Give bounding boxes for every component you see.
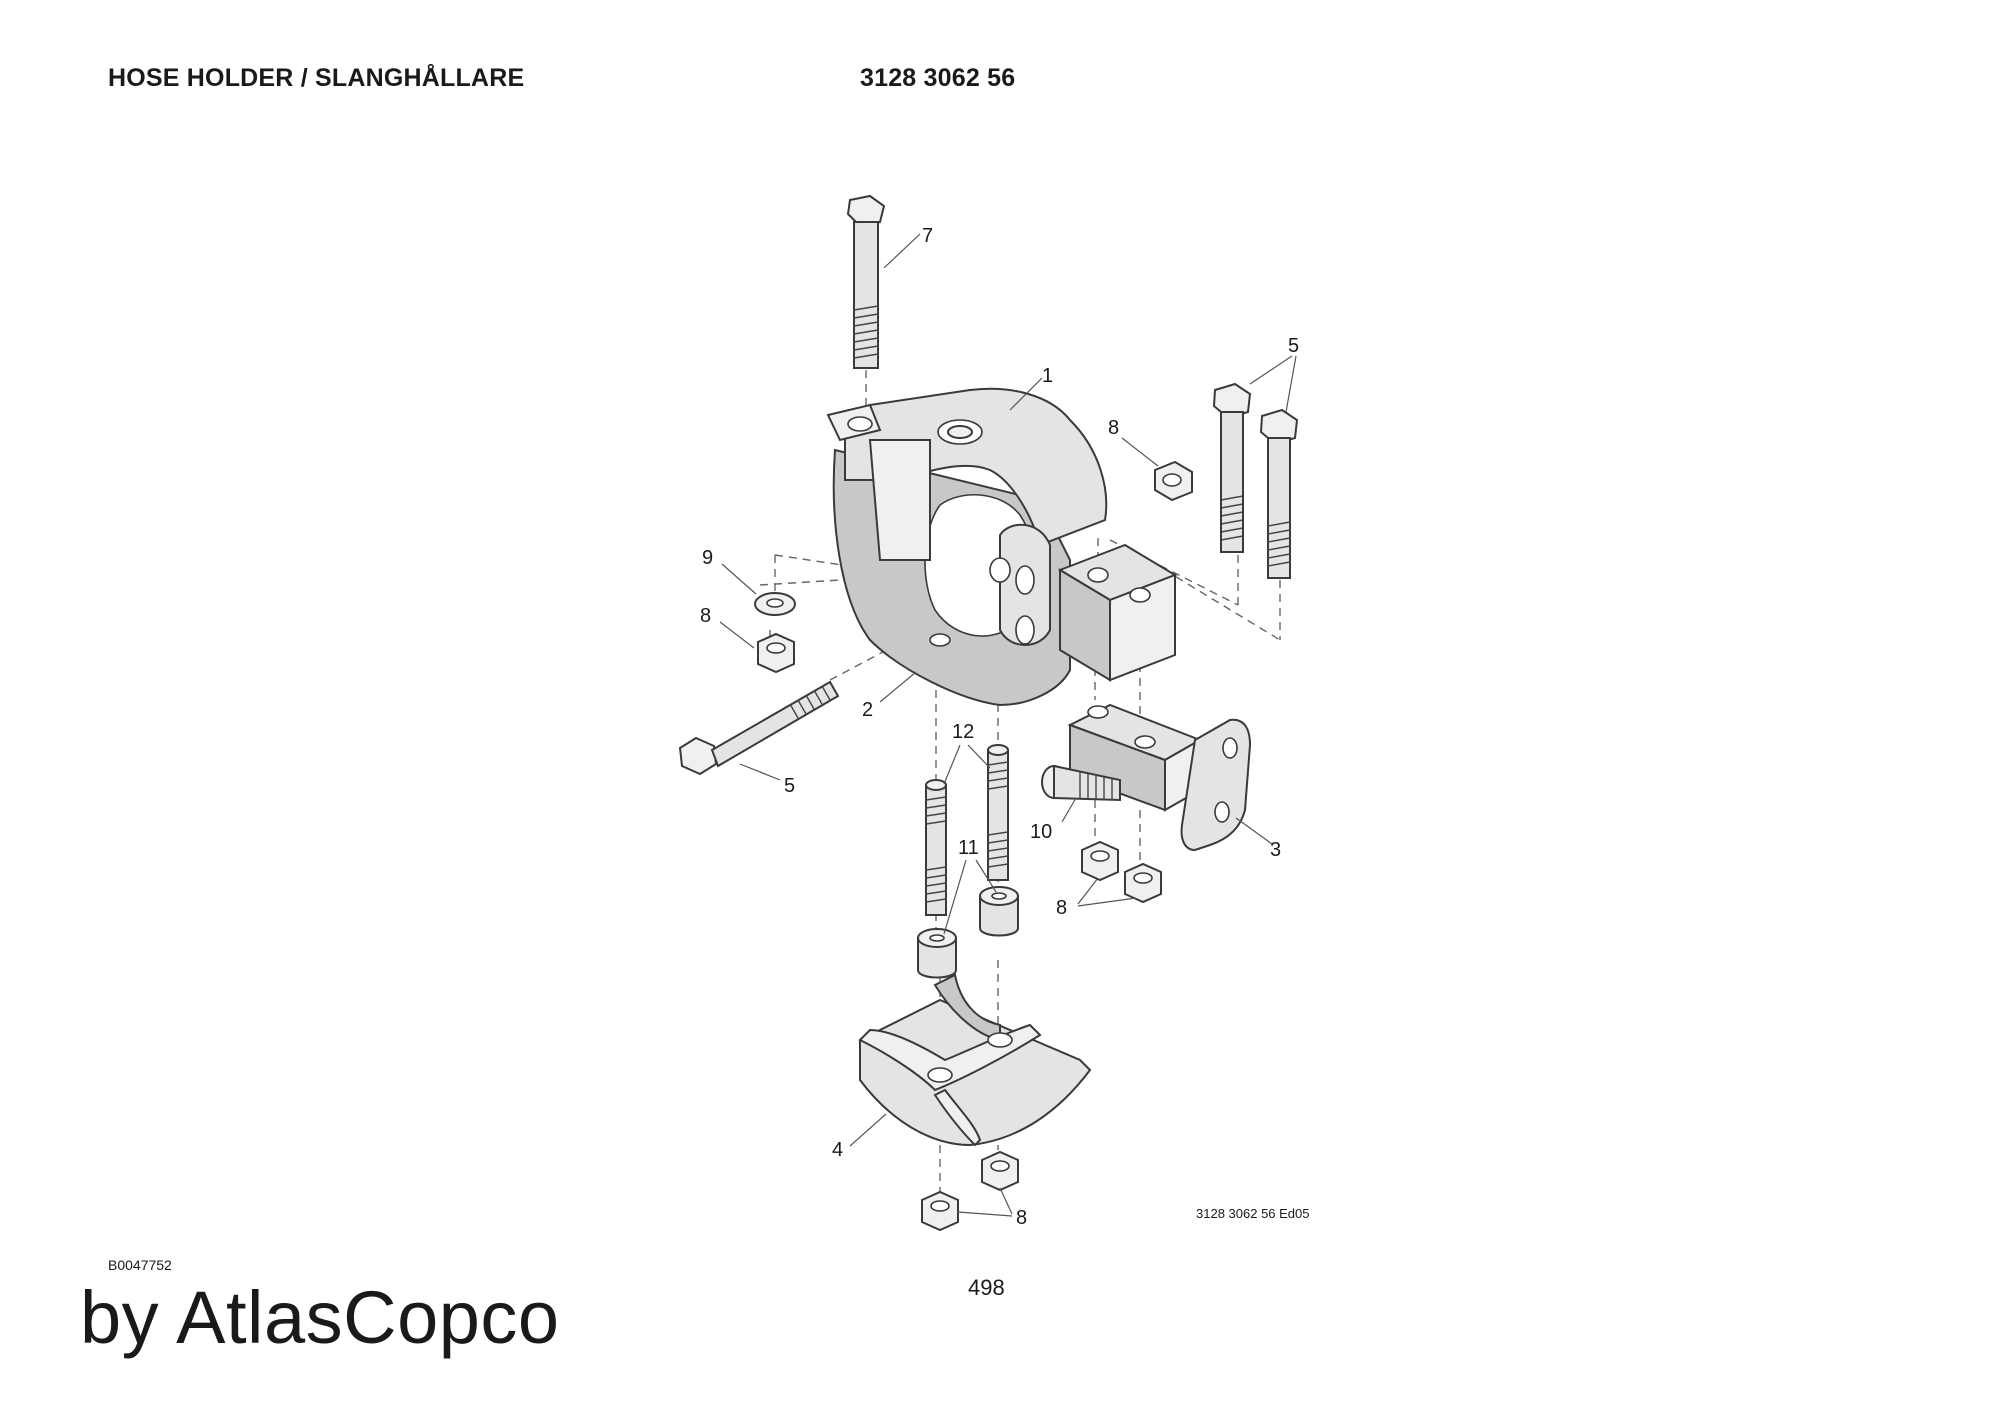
nut-8-top bbox=[1154, 460, 1193, 502]
callout-1: 1 bbox=[1042, 365, 1053, 387]
document-id: B0047752 bbox=[108, 1257, 172, 1273]
drawing-edition-label: 3128 3062 56 Ed05 bbox=[1196, 1206, 1310, 1221]
nuts-8-bracket bbox=[1081, 840, 1162, 904]
callout-8-left: 8 bbox=[700, 605, 711, 627]
callout-numbers: 7 1 8 5 9 8 2 12 5 10 3 11 8 4 8 bbox=[700, 225, 1299, 1229]
clamp-bracket-3 bbox=[1067, 703, 1252, 852]
spacers-11 bbox=[917, 886, 1019, 979]
callout-9: 9 bbox=[702, 547, 713, 569]
page-title: HOSE HOLDER / SLANGHÅLLARE bbox=[108, 64, 525, 92]
brand-watermark: by AtlasCopco bbox=[80, 1276, 560, 1359]
studs-12 bbox=[925, 744, 1009, 916]
callout-5-right: 5 bbox=[1288, 335, 1299, 357]
callout-8-bottom: 8 bbox=[1016, 1207, 1027, 1229]
page-number: 498 bbox=[968, 1275, 1005, 1300]
washer-9 bbox=[754, 592, 796, 616]
leader-lines bbox=[719, 233, 1297, 1217]
callout-3: 3 bbox=[1270, 839, 1281, 861]
callout-5-left: 5 bbox=[784, 775, 795, 797]
nut-8-left bbox=[757, 632, 795, 674]
callout-10: 10 bbox=[1030, 821, 1052, 843]
callout-8-top: 8 bbox=[1108, 417, 1119, 439]
hose-holder-body bbox=[826, 387, 1178, 707]
callout-11: 11 bbox=[958, 837, 979, 859]
callout-4: 4 bbox=[832, 1139, 843, 1161]
saddle-clamp-4 bbox=[858, 973, 1092, 1147]
bolt-5-left bbox=[678, 680, 840, 776]
callout-8-bracket: 8 bbox=[1056, 897, 1067, 919]
bolt-7 bbox=[846, 194, 886, 369]
callout-7: 7 bbox=[922, 225, 933, 247]
set-screw-10 bbox=[1041, 764, 1121, 802]
nuts-8-bottom bbox=[921, 1150, 1019, 1232]
part-number: 3128 3062 56 bbox=[860, 64, 1016, 92]
bolts-5-right bbox=[1212, 382, 1299, 579]
callout-2: 2 bbox=[862, 699, 873, 721]
callout-12: 12 bbox=[952, 721, 974, 743]
